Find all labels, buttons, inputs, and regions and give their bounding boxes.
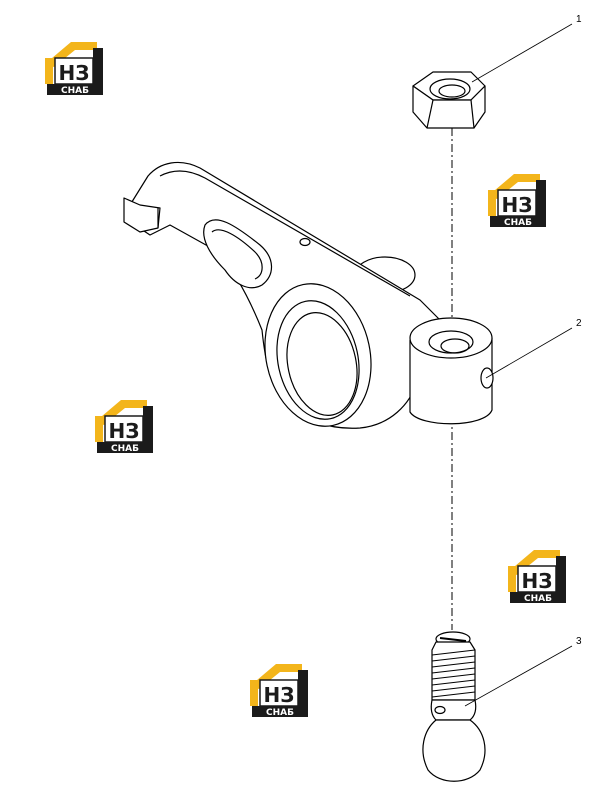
svg-text:СНАБ: СНАБ — [111, 444, 139, 454]
callout-2: 2 — [485, 318, 582, 379]
watermark-logo-2: НЗ СНАБ — [487, 173, 547, 228]
watermark-logo-4: НЗ СНАБ — [507, 549, 567, 604]
watermark-logo-1: НЗ СНАБ — [44, 41, 104, 96]
svg-text:НЗ: НЗ — [109, 419, 140, 443]
svg-text:СНАБ: СНАБ — [266, 708, 294, 718]
svg-text:СНАБ: СНАБ — [61, 86, 89, 96]
hex-nut-part — [412, 71, 486, 129]
watermark-logo-5: НЗ СНАБ — [249, 663, 309, 718]
watermark-logo-3: НЗ СНАБ — [94, 399, 154, 454]
svg-text:СНАБ: СНАБ — [524, 594, 552, 604]
svg-text:СНАБ: СНАБ — [504, 218, 532, 228]
svg-text:НЗ: НЗ — [59, 61, 90, 85]
callout-3: 3 — [464, 636, 582, 707]
svg-text:1: 1 — [576, 14, 582, 25]
adjusting-screw-part — [422, 631, 486, 782]
svg-text:НЗ: НЗ — [502, 193, 533, 217]
svg-text:3: 3 — [576, 636, 582, 647]
svg-text:2: 2 — [576, 318, 582, 329]
callout-1: 1 — [471, 14, 582, 83]
rocker-arm-part — [123, 161, 494, 429]
svg-text:НЗ: НЗ — [522, 569, 553, 593]
svg-text:НЗ: НЗ — [264, 683, 295, 707]
